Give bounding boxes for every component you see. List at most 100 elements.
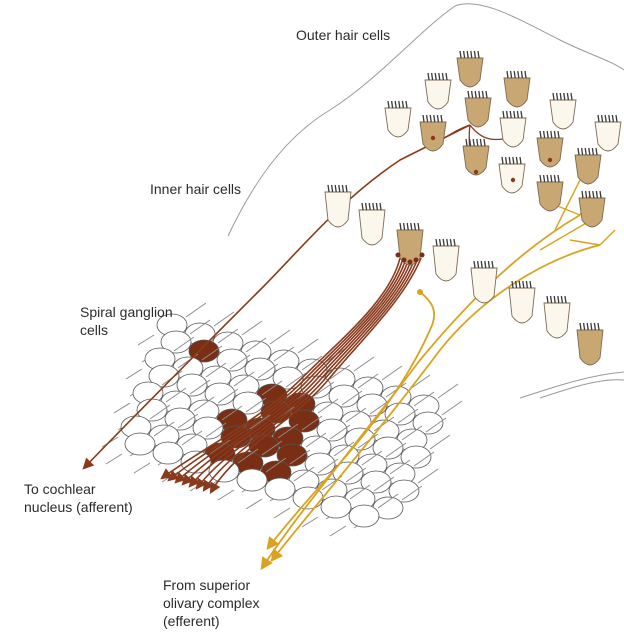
stereocilium [514,71,515,78]
inner-hair-cell-innervated [397,223,423,265]
stereocilium [513,157,514,164]
stereocilium [414,223,415,230]
stereocilium [450,239,451,246]
stereocilium [443,239,444,246]
stereocilium [530,281,531,288]
ganglion-cell [125,433,155,455]
stereocilium [585,148,586,155]
afferent-terminal [548,158,552,162]
stereocilium [441,115,442,122]
stereocilium [503,111,504,118]
stereocilium [475,91,476,98]
stereocilium [592,148,593,155]
outer-hair-cell [425,73,451,109]
ganglion-cell [321,496,351,518]
stereocilium [399,101,400,108]
stereocilium [507,111,508,118]
stereocilium [510,111,511,118]
stereocilium [511,71,512,78]
stereocilium [332,185,333,192]
stereocilium [609,115,610,122]
stereocilium [594,323,595,330]
inner-hair-cell [433,239,459,281]
stereocilium [558,131,559,138]
stereocilium [507,71,508,78]
stereocilium [509,157,510,164]
stereocilium [473,139,474,146]
stereocilium [477,139,478,146]
hair-cell-body [425,80,451,109]
stereocilium [369,203,370,210]
ganglion-dendrite [438,384,458,398]
hair-cell-body [359,210,385,245]
stereocilium [540,175,541,182]
spiral-ganglion-line-1: Spiral ganglion [80,303,173,321]
stereocilium [558,296,559,303]
stereocilium [480,139,481,146]
stereocilium [616,115,617,122]
stereocilium [521,111,522,118]
stereocilium [518,71,519,78]
stereocilium [436,239,437,246]
outer-hair-cell [500,111,526,147]
inner-hair-cell [544,296,570,338]
afferent-terminal [402,258,407,263]
stereocilium [558,175,559,182]
outer-hair-cell-innervated [575,148,601,184]
stereocilium [612,115,613,122]
stereocilium [446,73,447,80]
hair-cell-body [544,303,570,338]
stereocilium [551,131,552,138]
inner-hair-cells-label: Inner hair cells [150,180,241,198]
inner-hair-cell-innervated [577,323,603,365]
cochlear-nucleus-label: To cochlear nucleus (afferent) [24,480,133,516]
stereocilium [407,223,408,230]
afferent-terminal [474,170,478,174]
stereocilium [395,101,396,108]
stereocilium [486,91,487,98]
stereocilium [554,296,555,303]
hair-cells [325,51,621,365]
stereocilium [591,323,592,330]
hair-cell-body-innervated [579,198,605,227]
olivary-complex-line-3: (efferent) [163,612,259,630]
stereocilium [540,131,541,138]
ganglion-dendrite [382,366,402,380]
outer-hair-cells-label: Outer hair cells [296,26,390,44]
ganglion-axon [134,463,150,473]
stereocilium [485,261,486,268]
stereocilium [560,93,561,100]
stereocilium [472,91,473,98]
stereocilium [553,93,554,100]
stereocilium [380,203,381,210]
stereocilium [430,115,431,122]
stereocilium [519,281,520,288]
stereocilium [432,73,433,80]
hair-cell-body-innervated [537,138,563,167]
stereocilium [482,91,483,98]
hair-cell-body-innervated [465,98,491,127]
hair-cell-body [550,100,576,129]
stereocilium [437,115,438,122]
olivary-complex-label: From superior olivary complex (efferent) [163,576,259,630]
ganglion-dendrite [270,330,290,344]
ganglion-cell [349,505,379,527]
stereocilium [506,157,507,164]
inner-hair-cell [509,281,535,323]
stereocilium [551,175,552,182]
ganglion-axon [330,526,346,536]
hair-cell-body [509,288,535,323]
stereocilium [584,323,585,330]
stereocilium [551,296,552,303]
outer-hair-cell [550,93,576,129]
stereocilium [598,323,599,330]
hair-cell-body [385,108,411,137]
olivary-complex-line-1: From superior [163,576,259,594]
hair-cell-body [500,118,526,147]
stereocilium [564,93,565,100]
stereocilium [596,191,597,198]
stereocilium [589,148,590,155]
outer-hair-cell-innervated [465,91,491,127]
stereocilium [376,203,377,210]
stereocilium [517,111,518,118]
